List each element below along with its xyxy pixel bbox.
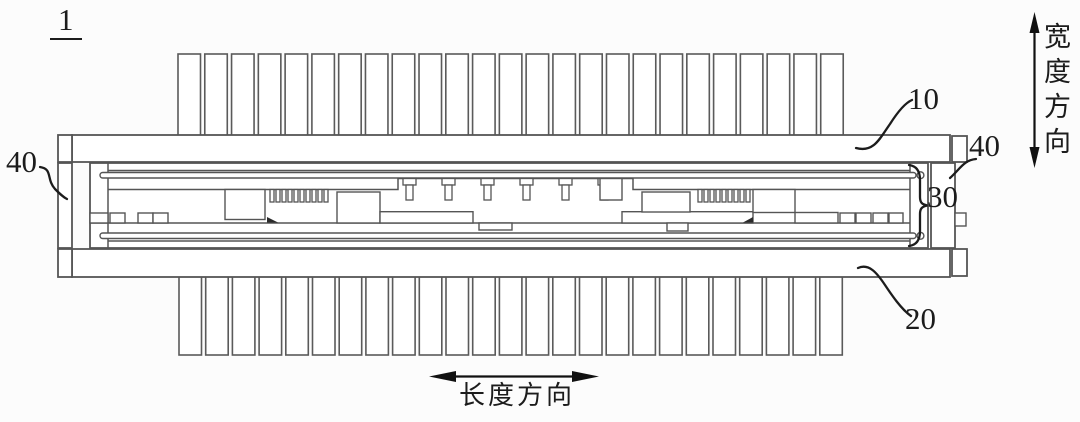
width-direction-arrow (1029, 12, 1040, 168)
figure-number-label: 1 (50, 4, 82, 40)
bottom-plate (57, 248, 968, 278)
leader-40-left (38, 165, 69, 201)
width-direction-label: 宽度方向 (1040, 22, 1070, 162)
label-10-top-heat-sink: 10 (908, 81, 939, 116)
leader-10 (854, 98, 914, 151)
upper-coolant-rail (99, 171, 917, 179)
bottom-fin-array (178, 275, 844, 356)
label-40-right-side-member: 40 (969, 128, 1000, 163)
length-direction-arrow (429, 371, 599, 382)
label-20-bottom-heat-sink: 20 (905, 301, 936, 336)
leader-20 (856, 265, 913, 318)
figure-number-text: 1 (50, 4, 82, 40)
top-fin-array (177, 53, 845, 137)
chip-components (89, 177, 904, 232)
lower-coolant-rail (99, 232, 917, 240)
top-plate (57, 134, 968, 163)
pin-fin-comb-right (697, 188, 751, 203)
brace-30 (907, 163, 928, 248)
pin-fin-comb-left (269, 188, 329, 203)
label-30-middle-assembly: 30 (927, 179, 958, 214)
label-40-left-side-member: 40 (6, 144, 37, 179)
left-side-member (57, 162, 73, 249)
leader-40-right (948, 157, 978, 180)
length-direction-label: 长度方向 (459, 381, 576, 410)
middle-module (89, 162, 929, 249)
